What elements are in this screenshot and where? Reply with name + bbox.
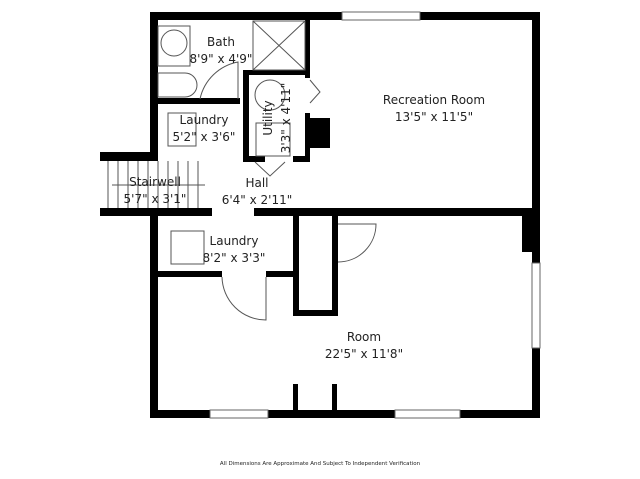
window <box>209 409 269 419</box>
window <box>531 262 541 349</box>
dryer <box>170 230 205 265</box>
washer <box>167 112 197 147</box>
fixtures <box>107 20 377 321</box>
room-name: Stairwell <box>129 175 181 189</box>
room-name: Laundry <box>210 234 259 248</box>
disclaimer: All Dimensions Are Approximate And Subje… <box>220 461 421 467</box>
room-name: Laundry <box>180 113 229 127</box>
room-dims: 6'4" x 2'11" <box>222 193 293 207</box>
windows <box>209 11 541 419</box>
room-dims: 5'2" x 3'6" <box>173 130 236 144</box>
water-heater <box>254 79 286 111</box>
room-name: Room <box>347 330 381 344</box>
room-name: Utility <box>261 100 275 135</box>
room-dims: 8'9" x 4'9" <box>190 52 253 66</box>
room-door <box>221 276 267 321</box>
bath-door <box>199 61 239 100</box>
room-name: Hall <box>245 176 268 190</box>
shower <box>252 20 306 71</box>
room-dims: 22'5" x 11'8" <box>325 347 403 361</box>
furnace <box>255 122 291 157</box>
room-dims: 8'2" x 3'3" <box>203 251 266 265</box>
window <box>394 409 461 419</box>
room-dims: 13'5" x 11'5" <box>395 110 473 124</box>
toilet <box>157 72 198 98</box>
utility-door-swing <box>254 161 286 177</box>
utility-door <box>309 79 321 104</box>
closet-door <box>337 223 377 263</box>
room-name: Bath <box>207 35 235 49</box>
stairs <box>107 161 205 208</box>
room-labels: Bath 8'9" x 4'9" Laundry 5'2" x 3'6" Uti… <box>124 35 486 361</box>
room-dims: 3'3" x 4'11" <box>279 83 293 154</box>
room-dims: 5'7" x 3'1" <box>124 192 187 206</box>
window <box>341 11 421 21</box>
room-name: Recreation Room <box>383 93 485 107</box>
sink <box>157 25 191 67</box>
sink-basin <box>160 29 188 57</box>
